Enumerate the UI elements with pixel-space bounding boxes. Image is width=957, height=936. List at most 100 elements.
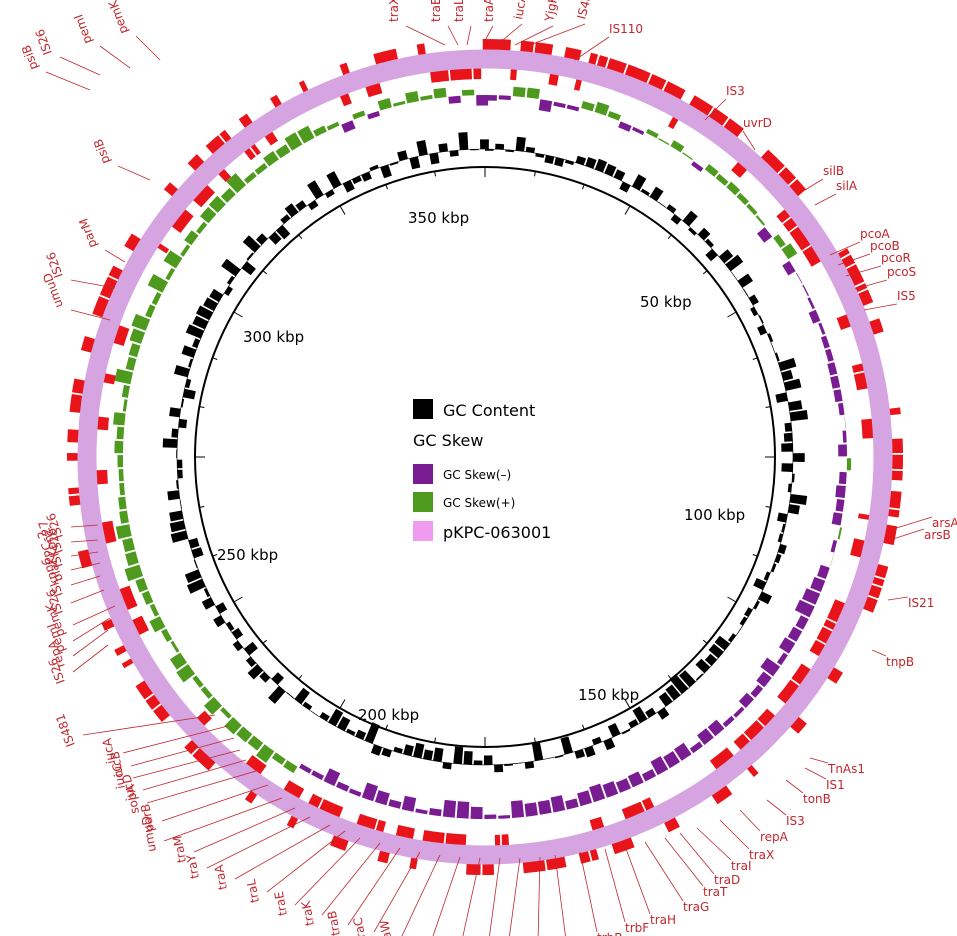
gc-content-bar xyxy=(174,365,190,378)
gc-skew-bar xyxy=(607,111,621,121)
gene-label: traE xyxy=(429,0,443,22)
gc-content-bar xyxy=(186,578,206,594)
scale-tick xyxy=(752,554,758,557)
scale-tick xyxy=(765,505,771,508)
gc-skew-bar xyxy=(810,576,826,592)
gc-content-bar xyxy=(564,159,574,166)
label-leader-line xyxy=(432,856,461,936)
label-leader-line xyxy=(529,23,586,46)
gene-label: traG xyxy=(683,900,709,914)
label-leader-line xyxy=(70,589,105,604)
gc-skew-bar xyxy=(715,173,729,186)
gc-skew-bar xyxy=(170,640,180,653)
gene-label: silB xyxy=(823,164,844,178)
gc-content-bar xyxy=(495,143,505,150)
gc-content-bar xyxy=(695,658,711,674)
label-leader-line xyxy=(266,830,346,893)
gene-label: IS3 xyxy=(786,814,805,828)
gc-content-bar xyxy=(628,719,639,729)
gc-skew-bar xyxy=(795,615,809,630)
gc-skew-bar xyxy=(220,707,232,719)
scale-tick xyxy=(262,639,267,644)
gene-label: pcoR xyxy=(881,251,911,265)
gc-skew-bar xyxy=(236,726,253,743)
gc-content-bar xyxy=(203,297,218,311)
gene-block xyxy=(166,204,194,233)
gc-skew-bar xyxy=(837,527,842,540)
gene-label: pcoB xyxy=(870,239,900,253)
gc-skew-bar xyxy=(184,230,199,246)
gc-content-bar xyxy=(560,736,573,755)
kbp-label-250: 250 kbp xyxy=(217,546,278,564)
gc-skew-bar xyxy=(650,756,669,776)
gc-skew-bar xyxy=(119,510,129,524)
gc-content-bar xyxy=(203,588,211,598)
gc-skew-bar xyxy=(691,161,704,172)
gc-skew-bar xyxy=(470,806,483,819)
gc-skew-bar xyxy=(297,125,315,144)
gc-content-bar xyxy=(669,674,689,694)
gc-skew-bar xyxy=(750,684,764,698)
gc-skew-bar xyxy=(757,227,773,243)
gc-skew-bar xyxy=(808,309,821,324)
gc-skew-bar xyxy=(161,628,173,642)
kbp-label-100: 100 kbp xyxy=(684,506,745,524)
gene-label: traD xyxy=(714,873,740,887)
gc-skew-bar xyxy=(736,192,749,206)
gene-label: psiB xyxy=(91,137,113,166)
gc-content-bar xyxy=(337,716,351,732)
gc-skew-bar xyxy=(165,267,175,281)
gene-label: traT xyxy=(703,885,728,899)
label-leader-line xyxy=(845,265,882,277)
gc-skew-bar xyxy=(682,152,693,161)
gc-content-bar xyxy=(753,578,767,591)
legend-swatch-gc-skew-neg xyxy=(413,464,433,484)
gene-label: traL xyxy=(452,0,466,22)
gc-content-bar xyxy=(607,723,621,738)
gc-skew-bar xyxy=(311,770,324,781)
gc-skew-bar xyxy=(755,215,766,226)
gc-content-bar xyxy=(182,388,196,400)
gc-content-bar xyxy=(215,602,228,614)
gc-content-track xyxy=(162,132,808,773)
gc-skew-bar xyxy=(484,814,497,819)
gc-content-bar xyxy=(403,744,414,757)
gc-skew-bar xyxy=(116,426,125,440)
gc-content-bar xyxy=(640,188,650,196)
gc-skew-bar xyxy=(746,203,758,216)
gc-content-bar xyxy=(705,248,718,262)
gene-label: arsB xyxy=(924,528,951,542)
label-leader-line xyxy=(696,827,732,861)
gene-block xyxy=(187,179,215,208)
legend-swatch-plasmid xyxy=(413,521,433,541)
gc-skew-bar xyxy=(415,808,428,815)
gene-label: traK xyxy=(299,899,317,927)
legend-swatch-gc-skew-pos xyxy=(413,492,433,512)
gc-skew-bar xyxy=(565,798,579,810)
gc-content-bar xyxy=(777,533,784,543)
gene-label: arsA xyxy=(932,516,957,530)
label-leader-line xyxy=(887,596,909,601)
gc-content-bar xyxy=(784,422,792,432)
gc-content-bar xyxy=(397,150,408,162)
gc-skew-bar xyxy=(170,652,187,670)
gc-skew-bar xyxy=(122,399,128,412)
label-leader-line xyxy=(163,797,283,842)
gc-content-bar xyxy=(294,687,310,705)
gc-content-bar xyxy=(188,358,193,368)
label-leader-line xyxy=(482,25,494,45)
label-leader-line xyxy=(70,539,99,543)
gc-skew-bar xyxy=(208,195,226,213)
gc-content-bar xyxy=(191,547,204,559)
gc-skew-bar xyxy=(707,719,725,737)
gc-skew-bar xyxy=(456,801,470,819)
gc-content-bar xyxy=(178,418,188,429)
gc-content-bar xyxy=(696,673,704,681)
gc-content-bar xyxy=(177,469,183,479)
scale-tick xyxy=(212,357,218,360)
gc-skew-bar xyxy=(200,686,213,699)
label-leader-line xyxy=(146,770,257,804)
gene-label: traI xyxy=(731,859,752,873)
gc-skew-bar xyxy=(352,110,366,120)
gc-content-bar xyxy=(429,152,440,165)
